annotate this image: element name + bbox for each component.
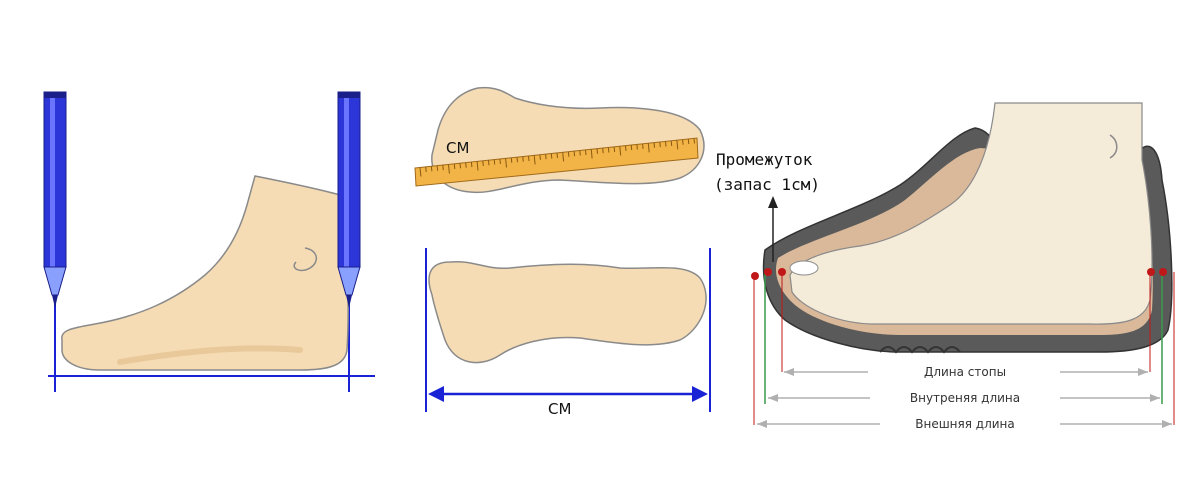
tape-tick — [567, 151, 570, 157]
foot-shading — [117, 345, 303, 365]
arrow-icon — [1162, 420, 1172, 428]
tape-tick — [602, 148, 604, 154]
panel-side-foot — [43, 91, 375, 392]
tape-tick — [636, 144, 638, 150]
tape-tick — [488, 160, 490, 166]
arrow-icon — [768, 394, 778, 402]
tape-label: СМ — [446, 139, 469, 157]
tape-tick — [556, 152, 558, 159]
tape-tick — [476, 161, 479, 171]
tape-tick — [453, 163, 456, 169]
arrow-icon — [1138, 368, 1148, 376]
tape-tick — [619, 146, 622, 156]
foot-length-label: Длина стопы — [924, 365, 1006, 379]
ankle-bone — [293, 247, 317, 272]
tape-tick — [419, 167, 422, 177]
foot-outline — [428, 260, 707, 364]
tape-tick — [550, 153, 553, 159]
foot-in-shoe — [789, 102, 1153, 325]
outer-length-label: Внешняя длина — [915, 417, 1015, 431]
tape-tick — [516, 157, 518, 163]
tape-tick — [625, 145, 627, 151]
tape-tick — [510, 157, 513, 163]
tape-tick — [682, 139, 684, 145]
tape-tick — [653, 142, 655, 148]
tape-tick — [522, 156, 524, 162]
marker-dot — [1147, 268, 1155, 276]
arrow-icon — [757, 420, 767, 428]
inner-length-label: Внутреняя длина — [910, 391, 1020, 405]
tape-tick — [448, 164, 450, 174]
tape-tick — [499, 158, 501, 165]
panel-shoe: Промежуток (запас 1см) Длина стопы Внутр… — [714, 102, 1175, 431]
panel-tape-measure: СМ — [414, 86, 705, 194]
tape-tick — [659, 142, 661, 148]
tape-tick — [562, 152, 565, 162]
marker-dot — [764, 268, 772, 276]
tape-tick — [493, 159, 496, 165]
arrow-icon — [428, 386, 444, 402]
panel-outline-width: СМ — [425, 248, 711, 418]
tape-tick — [539, 154, 541, 160]
tape-tick — [613, 146, 616, 153]
tape-tick — [533, 155, 536, 165]
tape-tick — [459, 163, 461, 169]
ankle-curve — [1109, 134, 1118, 159]
arrow-icon — [1150, 394, 1160, 402]
marker-dot — [1159, 268, 1167, 276]
tape-tick — [430, 166, 433, 172]
tape-tick — [647, 143, 650, 153]
tape-tick — [442, 165, 444, 171]
marker-dot — [778, 268, 786, 276]
tape-tick — [425, 166, 427, 172]
tape-tick — [676, 140, 679, 150]
tape-tick — [470, 162, 473, 168]
pencil-icon — [337, 91, 361, 308]
tape-tick — [607, 147, 610, 153]
gap-label-line2: (запас 1см) — [714, 175, 820, 194]
tape-tick — [590, 149, 593, 159]
gap-label-line1: Промежуток — [716, 150, 813, 169]
tape-tick — [630, 145, 633, 151]
width-label: СМ — [548, 400, 571, 418]
tape-tick — [585, 149, 587, 156]
tape-tick — [545, 154, 547, 160]
pencil-icon — [43, 91, 67, 308]
sole-treads — [879, 346, 961, 354]
tape-tick — [505, 158, 507, 168]
marker-dot — [751, 272, 759, 280]
tape-tick — [665, 141, 667, 147]
side-foot — [61, 175, 349, 371]
tape-tick — [482, 160, 484, 166]
toe-nail — [789, 260, 819, 276]
tape-tick — [465, 162, 467, 168]
arrow-icon — [768, 196, 778, 208]
tape-tick — [642, 143, 644, 149]
measuring-tape — [414, 137, 699, 187]
tape-tick — [670, 140, 673, 146]
tape-tick — [528, 155, 530, 162]
tape-tick — [579, 150, 581, 156]
tape-tick — [573, 151, 576, 157]
tape-tick — [596, 148, 598, 154]
arrow-icon — [692, 386, 708, 402]
tape-tick — [436, 165, 439, 171]
tape-tick — [693, 138, 695, 144]
tape-tick — [687, 139, 690, 145]
arrow-icon — [784, 368, 794, 376]
